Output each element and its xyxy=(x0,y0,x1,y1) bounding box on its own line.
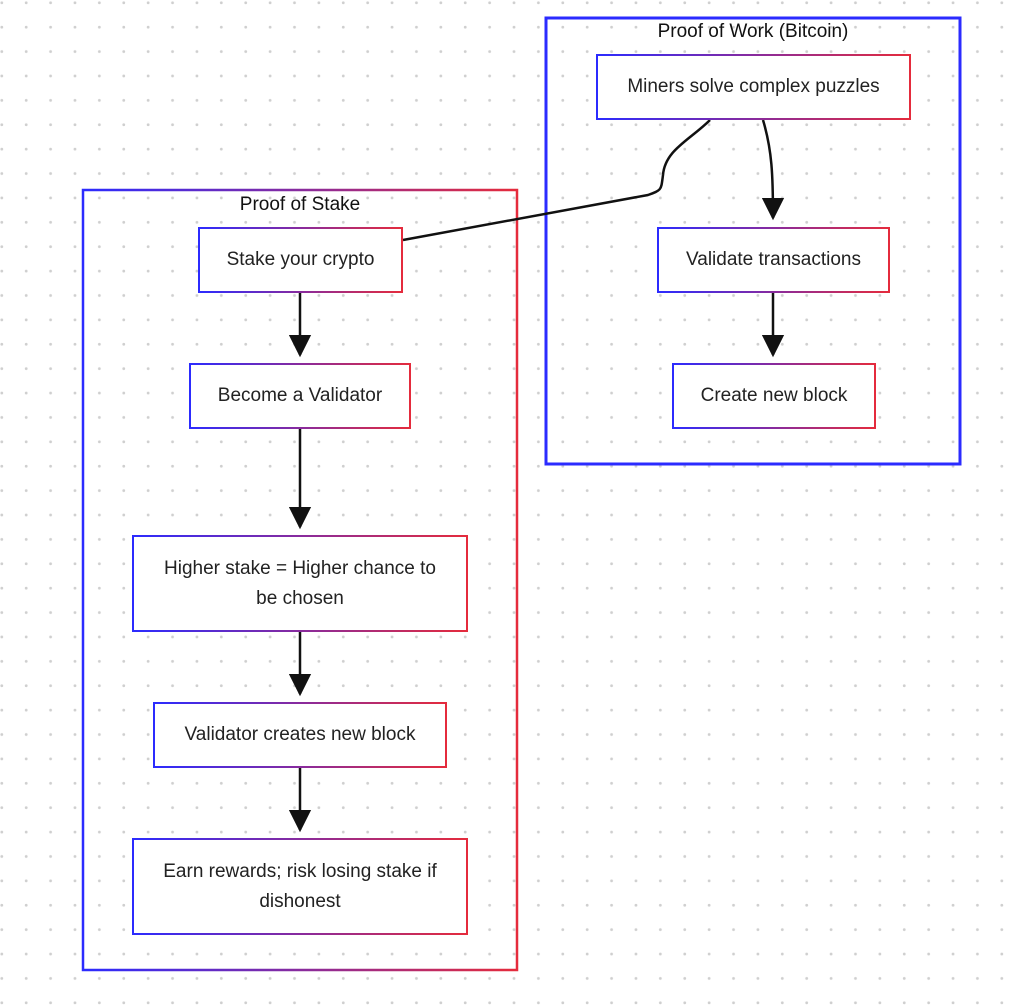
group-frame-pow xyxy=(544,16,962,466)
edge-miners-to-stake xyxy=(402,119,711,242)
group-title-pos: Proof of Stake xyxy=(239,194,361,215)
group-title-pow: Proof of Work (Bitcoin) xyxy=(657,21,849,42)
node-validate-transactions[interactable]: Validate transactions xyxy=(657,227,890,293)
node-earn-rewards[interactable]: Earn rewards; risk losing stake if disho… xyxy=(132,838,468,935)
node-become-validator[interactable]: Become a Validator xyxy=(189,363,411,429)
node-stake-your-crypto[interactable]: Stake your crypto xyxy=(198,227,403,293)
group-frame-pos xyxy=(81,188,519,972)
node-higher-stake[interactable]: Higher stake = Higher chance to be chose… xyxy=(132,535,468,632)
node-miners[interactable]: Miners solve complex puzzles xyxy=(596,54,911,120)
edge-miners-to-validate xyxy=(761,119,785,221)
node-validator-creates-block[interactable]: Validator creates new block xyxy=(153,702,447,768)
node-create-new-block[interactable]: Create new block xyxy=(672,363,876,429)
